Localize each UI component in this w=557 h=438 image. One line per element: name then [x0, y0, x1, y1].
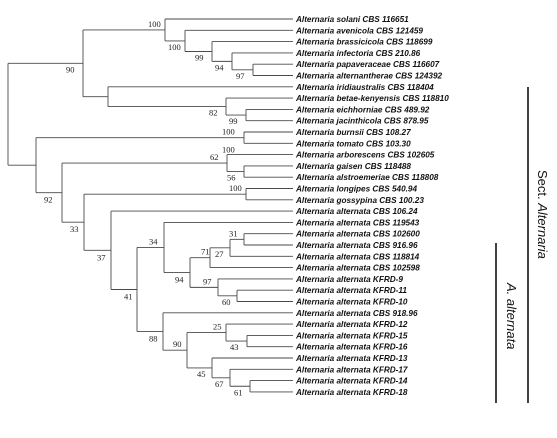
bootstrap-n1: 100	[148, 19, 161, 29]
taxon-label: Alternaria gossypina CBS 100.23	[295, 196, 424, 205]
taxon-label: Alternaria papaveraceae CBS 116607	[295, 60, 440, 69]
taxon-label: Alternaria avenicola CBS 121459	[295, 26, 423, 35]
bootstrap-n24: 67	[215, 379, 224, 389]
bootstrap-n15: 34	[149, 236, 158, 246]
taxon-label: Alternaria longipes CBS 540.94	[295, 185, 417, 194]
taxon-label: Alternaria alternata CBS 118814	[295, 252, 420, 261]
taxon-label: Alternaria alternata KFRD-13	[295, 354, 408, 363]
bootstrap-n16: 94	[175, 275, 184, 285]
bootstrap-n1a: 100	[168, 42, 181, 52]
taxon-label: Alternaria alstroemeriae CBS 118808	[295, 173, 439, 182]
sect-alternaria-label: Sect. Alternaria	[535, 170, 550, 259]
bootstrap-n24b: 61	[234, 387, 243, 397]
bootstrap-n20: 88	[149, 334, 158, 344]
tree-branches	[7, 18, 293, 393]
bootstrap-n19: 97	[203, 276, 212, 286]
taxon-label: Alternaria betae-kenyensis CBS 118810	[295, 94, 449, 103]
bootstrap-values: 1001009994979082991001006256100923337413…	[44, 19, 245, 397]
taxon-label: Alternaria alternata CBS 102598	[295, 264, 420, 273]
taxon-label: Alternaria alternata KFRD-17	[295, 365, 408, 374]
taxon-label: Alternaria arborescens CBS 102605	[295, 151, 435, 160]
taxon-label: Alternaria alternata KFRD-14	[295, 377, 408, 386]
taxon-label: Alternaria burnsii CBS 108.27	[295, 128, 411, 137]
bootstrap-n18b: 31	[229, 228, 238, 238]
bootstrap-n6: 100	[222, 144, 235, 154]
sect-name: Alternaria	[535, 202, 550, 259]
bootstrap-n8: 62	[210, 152, 219, 162]
a-alternata-label: A. alternata	[504, 282, 519, 350]
bootstrap-n11: 92	[44, 195, 53, 205]
taxon-label: Alternaria alternata CBS 106.24	[295, 207, 418, 216]
taxon-label: Alternaria alternata KFRD-18	[295, 388, 408, 397]
taxon-label: Alternaria tomato CBS 103.30	[295, 139, 411, 148]
bootstrap-n7: 100	[222, 127, 235, 137]
taxon-label: Alternaria infectoria CBS 210.86	[295, 49, 421, 58]
bootstrap-n14: 41	[124, 291, 133, 301]
taxon-label: Alternaria gaisen CBS 118488	[295, 162, 411, 171]
taxon-label: Alternaria alternata KFRD-12	[295, 320, 408, 329]
bootstrap-n2: 90	[66, 64, 75, 74]
bootstrap-n13: 37	[97, 252, 106, 262]
bootstrap-n18: 27	[215, 249, 224, 259]
bootstrap-n22: 25	[213, 322, 222, 332]
taxon-label: Alternaria alternata KFRD-10	[295, 298, 408, 307]
taxon-label: Alternaria alternata CBS 102600	[295, 230, 420, 239]
bootstrap-n23: 45	[197, 369, 206, 379]
bootstrap-n5: 99	[229, 116, 238, 126]
bootstrap-n21: 90	[173, 339, 182, 349]
taxon-label: Alternaria brassicicola CBS 118699	[295, 38, 433, 47]
taxon-label: Alternaria eichhorniae CBS 489.92	[295, 105, 430, 114]
bootstrap-n1b: 99	[195, 52, 204, 62]
bootstrap-n17: 71	[201, 247, 210, 257]
bootstrap-n4: 82	[209, 108, 218, 118]
bootstrap-n1d: 97	[236, 71, 245, 81]
taxon-label: Alternaria alternata CBS 119543	[295, 218, 420, 227]
taxon-label: Alternaria alternata KFRD-16	[295, 343, 408, 352]
bootstrap-n10: 100	[229, 183, 242, 193]
a-alternata-name: A. alternata	[504, 282, 519, 350]
taxon-label: Alternaria alternata CBS 918.96	[295, 309, 418, 318]
taxon-label: Alternaria alternata KFRD-11	[295, 286, 407, 295]
taxon-label: Alternaria solani CBS 116651	[295, 15, 409, 24]
bootstrap-n1c: 94	[215, 62, 224, 72]
sect-prefix: Sect.	[535, 170, 550, 203]
taxon-label: Alternaria alternantherae CBS 124392	[295, 72, 443, 81]
bootstrap-n12: 33	[70, 224, 79, 234]
bootstrap-n9: 56	[227, 173, 236, 183]
taxon-label: Alternaria iridiaustralis CBS 118404	[295, 83, 434, 92]
taxon-label: Alternaria alternata CBS 916.96	[295, 241, 418, 250]
bootstrap-n22b: 43	[230, 342, 239, 352]
bootstrap-n19b: 60	[222, 297, 231, 307]
taxon-label: Alternaria alternata KFRD-15	[295, 331, 408, 340]
taxon-label: Alternaria alternata KFRD-9	[295, 275, 403, 284]
taxon-label: Alternaria jacinthicola CBS 878.95	[295, 117, 429, 126]
